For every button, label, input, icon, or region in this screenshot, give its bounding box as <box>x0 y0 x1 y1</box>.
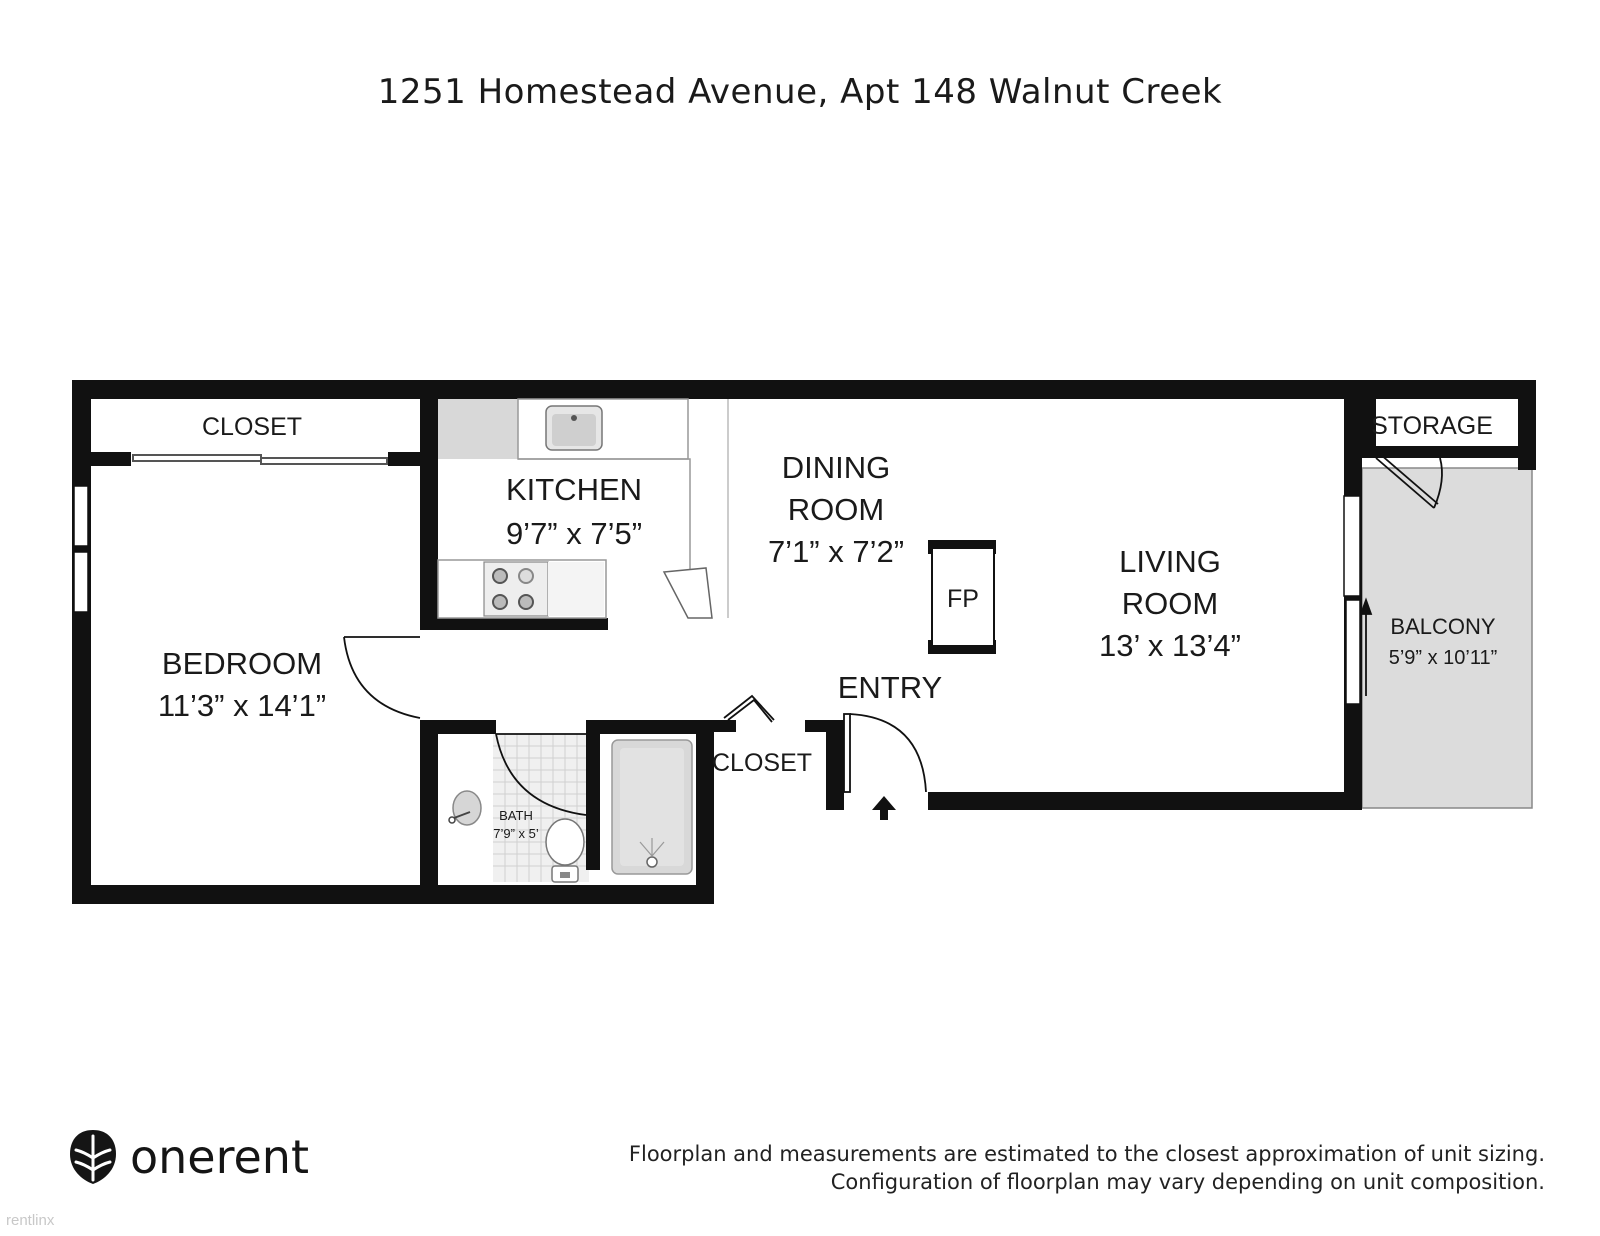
bedroom-label: BEDROOM <box>162 646 322 681</box>
brand-logo: onerent <box>68 1128 309 1186</box>
closet-sliding-doors <box>132 454 388 465</box>
balcony-area <box>1361 467 1533 809</box>
balcony-slider <box>1359 597 1373 696</box>
page-title: 1251 Homestead Avenue, Apt 148 Walnut Cr… <box>377 72 1223 112</box>
living-label-line1: LIVING <box>1119 544 1221 579</box>
kitchen-dims: 9’7” x 7’5” <box>506 516 642 551</box>
entry-arrow-icon <box>872 796 896 820</box>
closet-entry-label: CLOSET <box>712 749 812 777</box>
closet-bedroom-label: CLOSET <box>202 413 302 441</box>
bath-fixtures <box>448 739 693 883</box>
disclaimer-line1: Floorplan and measurements are estimated… <box>628 1142 1545 1166</box>
storage-door <box>1375 453 1443 509</box>
dining-dims: 7’1” x 7’2” <box>768 534 904 569</box>
windows <box>73 485 1361 705</box>
entry-door <box>843 713 927 793</box>
disclaimer-line2: Configuration of floorplan may vary depe… <box>830 1170 1545 1194</box>
bedroom-door <box>343 636 421 719</box>
watermark: rentlinx <box>6 1212 55 1229</box>
fireplace <box>931 547 995 647</box>
leaf-shield-icon <box>70 1130 116 1184</box>
balcony-label: BALCONY <box>1390 614 1495 639</box>
dining-label-line2: ROOM <box>788 492 884 527</box>
living-label-line2: ROOM <box>1122 586 1218 621</box>
kitchen-label: KITCHEN <box>506 472 642 507</box>
bedroom-dims: 11’3” x 14’1” <box>158 688 326 723</box>
disclaimer: Floorplan and measurements are estimated… <box>629 1140 1545 1196</box>
fireplace-label: FP <box>947 585 979 613</box>
entry-label: ENTRY <box>838 670 943 705</box>
bath-dims: 7’9” x 5’ <box>493 826 539 841</box>
balcony-dims: 5’9” x 10’11” <box>1389 647 1498 669</box>
living-dims: 13’ x 13’4” <box>1099 628 1241 663</box>
bath-label: BATH <box>499 808 533 823</box>
dining-label-line1: DINING <box>782 450 891 485</box>
kitchen-fixtures <box>437 398 729 619</box>
storage-label: STORAGE <box>1371 412 1493 440</box>
entry-closet-door <box>723 694 775 723</box>
brand-name: onerent <box>130 1130 309 1184</box>
bath-door <box>495 733 587 816</box>
